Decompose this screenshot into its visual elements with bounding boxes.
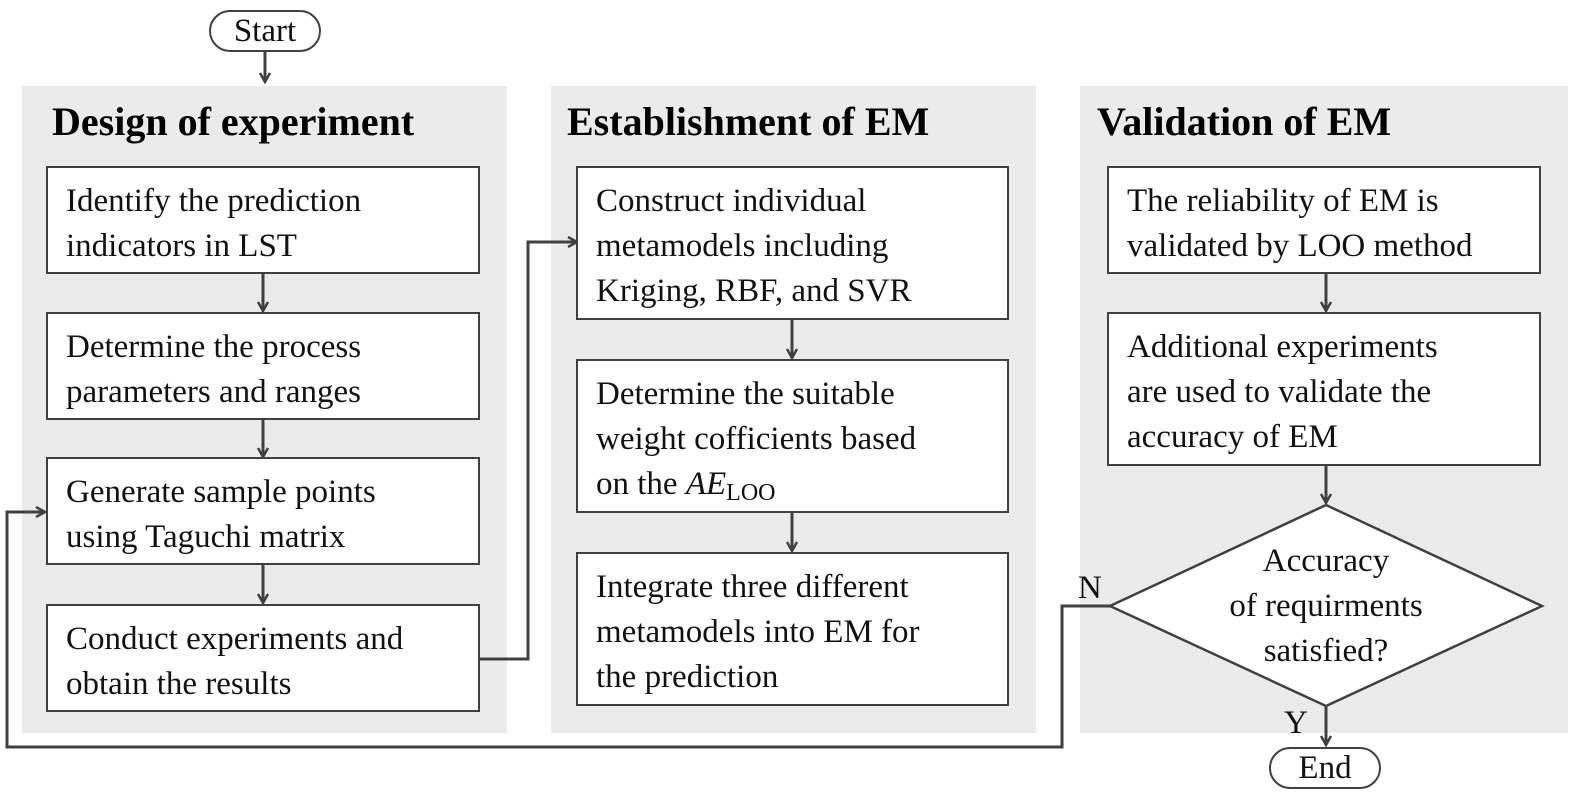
text-line: obtain the results <box>66 666 292 702</box>
text-line: of requirments <box>1229 588 1423 624</box>
text-line: parameters and ranges <box>66 374 362 410</box>
text-line: Accuracy <box>1262 543 1390 579</box>
text-line: are used to validate the <box>1127 374 1432 410</box>
design-step-determine: Determine the process parameters and ran… <box>46 312 480 420</box>
arrow-decision-no-loop <box>5 512 1110 749</box>
text-line: metamodels including <box>596 228 889 264</box>
design-step-identify: Identify the prediction indicators in LS… <box>46 166 480 274</box>
text-line: using Taguchi matrix <box>66 519 346 555</box>
establishment-step-integrate: Integrate three different metamodels int… <box>576 552 1009 706</box>
text-line: Generate sample points <box>66 474 376 510</box>
decision-text: Accuracy of requirments satisfied? <box>1186 539 1466 674</box>
text-line: metamodels into EM for <box>596 614 920 650</box>
text-line: Identify the prediction <box>66 183 362 219</box>
text-line: Conduct experiments and <box>66 621 404 657</box>
text-line: indicators in LST <box>66 228 297 264</box>
text-line: Determine the suitable <box>596 376 895 412</box>
establishment-step-weights: Determine the suitable weight cofficient… <box>576 359 1009 513</box>
design-panel-title: Design of experiment <box>52 99 415 144</box>
validation-step-reliability: The reliability of EM is validated by LO… <box>1107 166 1541 274</box>
text-line: validated by LOO method <box>1127 228 1473 264</box>
text-line: accuracy of EM <box>1127 419 1338 455</box>
arrow-design-to-establishment <box>479 242 577 661</box>
text-line: The reliability of EM is <box>1127 183 1439 219</box>
establishment-panel-title: Establishment of EM <box>567 99 930 144</box>
design-step-generate: Generate sample points using Taguchi mat… <box>46 457 480 565</box>
text-line: satisfied? <box>1263 633 1389 669</box>
text-line: on the AELOO <box>596 462 1007 511</box>
end-terminal: End <box>1269 747 1381 789</box>
text-line: the prediction <box>596 659 779 695</box>
text-line: Construct individual <box>596 183 867 219</box>
start-terminal: Start <box>209 10 321 52</box>
math-symbol: AE <box>685 466 727 502</box>
text-line: Integrate three different <box>596 569 909 605</box>
design-step-conduct: Conduct experiments and obtain the resul… <box>46 604 480 712</box>
text-line: weight cofficients based <box>596 421 917 457</box>
yes-branch-label: Y <box>1284 705 1308 741</box>
no-branch-label: N <box>1078 570 1102 606</box>
validation-step-additional: Additional experiments are used to valid… <box>1107 312 1541 466</box>
text-line: Additional experiments <box>1127 329 1438 365</box>
math-subscript: LOO <box>726 480 776 506</box>
text-fragment: on the <box>596 466 686 502</box>
validation-panel-title: Validation of EM <box>1097 99 1392 144</box>
text-line: Determine the process <box>66 329 362 365</box>
text-line: Kriging, RBF, and SVR <box>596 273 912 309</box>
establishment-step-construct: Construct individual metamodels includin… <box>576 166 1009 320</box>
